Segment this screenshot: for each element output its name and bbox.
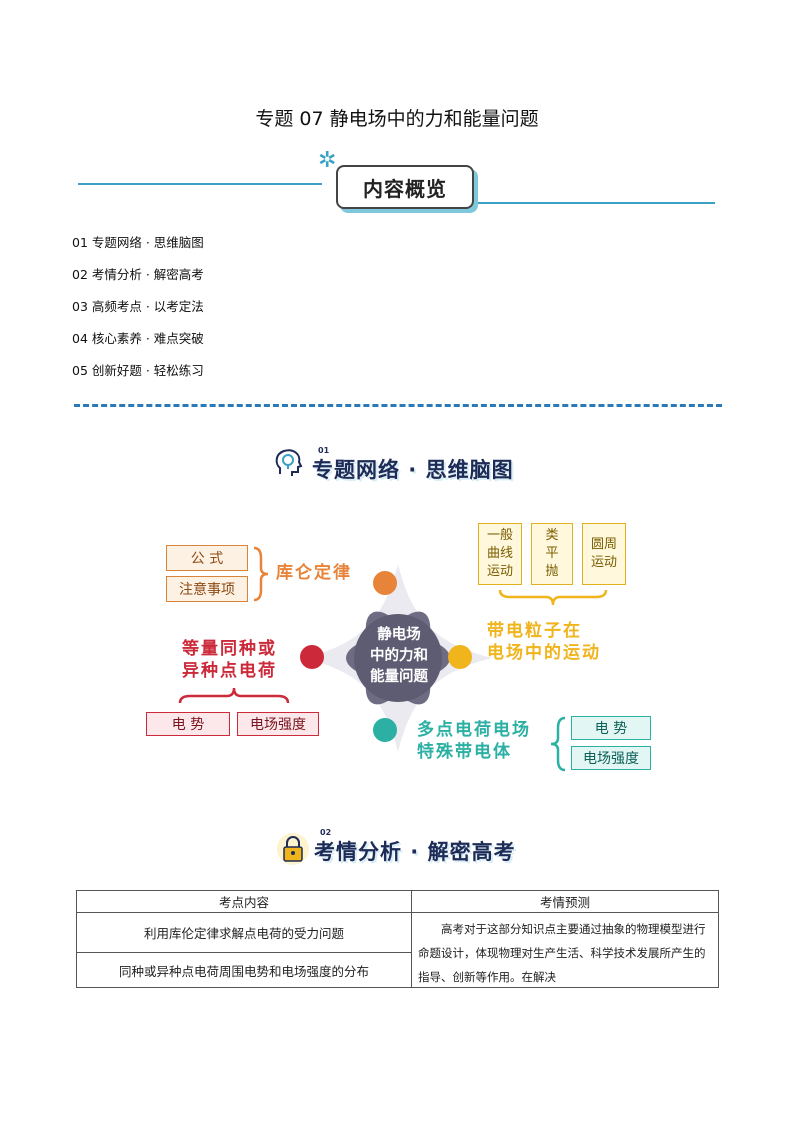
mindmap-center-shape (300, 560, 496, 756)
particle-brace (498, 588, 608, 612)
multi-box-potential: 电 势 (571, 716, 651, 740)
divider-dashed (74, 404, 722, 407)
particle-box-curve: 一般 曲线 运动 (478, 523, 522, 585)
node-dot-particle (448, 645, 472, 669)
coulomb-box-notes: 注意事项 (166, 576, 248, 602)
charges-label: 等量同种或 异种点电荷 (182, 638, 277, 682)
section-title-mindmap: 专题网络 · 思维脑图 (312, 458, 514, 482)
node-dot-charges (300, 645, 324, 669)
particle-box-circular: 圆周 运动 (582, 523, 626, 585)
charges-brace (178, 685, 290, 709)
charges-label-line-2: 异种点电荷 (182, 661, 277, 681)
lock-icon (276, 832, 310, 866)
toc-item-3: 03 高频考点 · 以考定法 (72, 299, 204, 314)
header-line-left (78, 183, 322, 185)
charges-label-line-1: 等量同种或 (182, 639, 277, 659)
multi-label-line-2: 特殊带电体 (417, 742, 512, 762)
multi-box-field: 电场强度 (571, 746, 651, 770)
multi-brace (548, 716, 568, 776)
coulomb-brace (251, 546, 271, 606)
page-title: 专题 07 静电场中的力和能量问题 (255, 108, 539, 130)
toc-item-2: 02 考情分析 · 解密高考 (72, 267, 204, 282)
toc-item-5: 05 创新好题 · 轻松练习 (72, 363, 204, 378)
node-dot-multi (373, 718, 397, 742)
center-line-2: 中的力和 (370, 648, 428, 664)
section-number: 02 (320, 828, 332, 837)
table-header-row: 考点内容 考情预测 (76, 890, 719, 913)
coulomb-label: 库仑定律 (276, 563, 352, 583)
table-header-prediction: 考情预测 (411, 890, 719, 913)
center-line-1: 静电场 (377, 627, 421, 643)
particle-label-line-1: 带电粒子在 (487, 621, 582, 641)
center-line-3: 能量问题 (370, 669, 428, 685)
prediction-text: 高考对于这部分知识点主要通过抽象的物理模型进行命题设计，体现物理对生产生活、科学… (418, 922, 706, 984)
table-cell-prediction: 高考对于这部分知识点主要通过抽象的物理模型进行命题设计，体现物理对生产生活、科学… (411, 912, 719, 988)
sparkle-icon: ✲ (318, 148, 337, 173)
table-row: 利用库伦定律求解点电荷的受力问题 高考对于这部分知识点主要通过抽象的物理模型进行… (76, 911, 719, 988)
overview-banner: 内容概览 (336, 165, 474, 209)
table-row: 同种或异种点电荷周围电势和电场强度的分布 (76, 952, 719, 988)
particle-box-projectile: 类 平 抛 (531, 523, 573, 585)
brain-icon (272, 446, 306, 480)
node-dot-coulomb (373, 571, 397, 595)
table-cell-topic-2: 同种或异种点电荷周围电势和电场强度的分布 (76, 952, 412, 988)
table-cell-topic-1: 利用库伦定律求解点电荷的受力问题 (76, 911, 412, 954)
toc-item-4: 04 核心素养 · 难点突破 (72, 331, 204, 346)
toc-item-1: 01 专题网络 · 思维脑图 (72, 235, 204, 250)
mindmap-center-text: 静电场 中的力和 能量问题 (344, 625, 454, 688)
charges-box-potential: 电 势 (146, 712, 230, 736)
particle-label: 带电粒子在 电场中的运动 (487, 620, 601, 664)
particle-label-line-2: 电场中的运动 (487, 643, 601, 663)
charges-box-field: 电场强度 (237, 712, 319, 736)
section-title-analysis: 考情分析 · 解密高考 (314, 840, 516, 864)
coulomb-box-formula: 公 式 (166, 545, 248, 571)
section-number: 01 (318, 446, 330, 455)
multi-label-line-1: 多点电荷电场 (417, 720, 531, 740)
table-header-topic: 考点内容 (76, 890, 412, 913)
exam-analysis-table: 考点内容 考情预测 利用库伦定律求解点电荷的受力问题 高考对于这部分知识点主要通… (76, 890, 719, 988)
header-line-right (475, 202, 715, 204)
multi-label: 多点电荷电场 特殊带电体 (417, 719, 531, 763)
